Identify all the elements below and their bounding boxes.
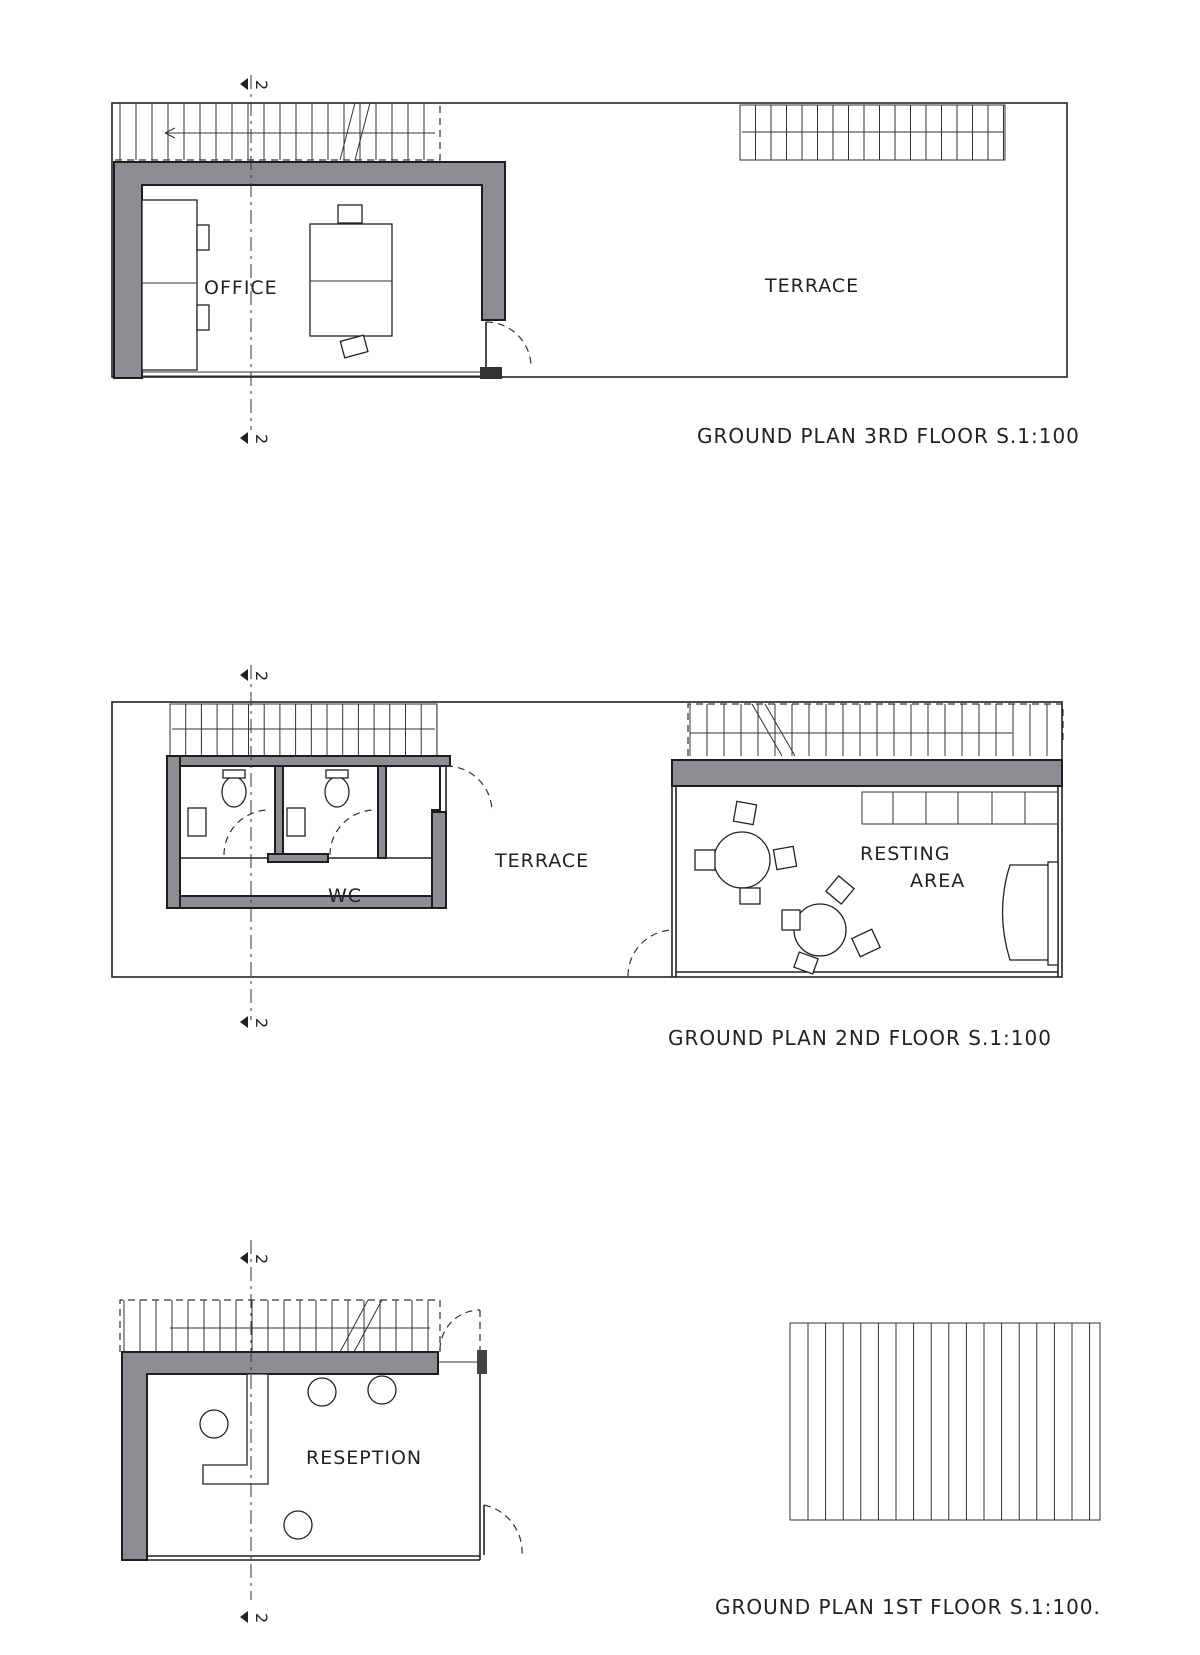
stair-dashed-outline	[687, 703, 1064, 756]
chair	[196, 304, 210, 331]
plan-title-3rd-floor: GROUND PLAN 3RD FLOOR S.1:100	[697, 424, 1080, 448]
chair	[781, 909, 801, 931]
room-label-resting: RESTING	[860, 843, 950, 865]
chair	[732, 800, 758, 826]
chair	[850, 928, 882, 958]
plan-1st-floor: RESEPTION 2 2 GROUND PLAN 1ST FLOOR S.1:…	[119, 1240, 1101, 1623]
chair	[793, 951, 819, 975]
room-label-terrace: TERRACE	[494, 850, 589, 872]
reception-wall	[121, 1351, 439, 1561]
sink	[286, 807, 306, 837]
room-label-area: AREA	[910, 870, 965, 892]
door-swing	[445, 765, 493, 813]
plan-2nd-floor: WC TERRACE RESTING AREA 2 2 GROUND PLAN …	[111, 665, 1064, 1050]
resting-area-wall	[671, 759, 1063, 787]
sink	[187, 807, 207, 837]
round-table	[713, 831, 771, 889]
chair	[337, 204, 363, 224]
reception-counter	[202, 1373, 269, 1485]
door-swing	[485, 321, 532, 368]
chair	[307, 1377, 337, 1407]
wc-wall	[431, 811, 447, 909]
office-wall	[113, 161, 506, 379]
door-swing	[439, 1309, 481, 1351]
wc-partition	[267, 853, 329, 863]
wc-wall	[179, 895, 441, 909]
wall-stub	[480, 367, 502, 379]
chair	[339, 334, 369, 359]
wall-stub	[477, 1350, 487, 1374]
striped-block	[789, 1322, 1101, 1521]
wc-wall	[166, 755, 181, 909]
door-swing	[223, 809, 270, 856]
chair	[694, 849, 716, 871]
wc-partition	[377, 765, 387, 859]
door-swing	[483, 1504, 523, 1556]
wc-partition	[274, 765, 284, 859]
room-label-terrace: TERRACE	[764, 275, 859, 297]
terrace-outline	[111, 701, 1063, 978]
toilet	[324, 776, 350, 808]
room-label-wc: WC	[328, 885, 362, 907]
room-label-reception: RESEPTION	[306, 1447, 422, 1469]
desk-center	[309, 223, 393, 337]
plan-title-2nd-floor: GROUND PLAN 2ND FLOOR S.1:100	[668, 1026, 1052, 1050]
section-mark: 2	[252, 1018, 271, 1028]
wc-wall	[166, 755, 451, 909]
section-mark: 2	[252, 1254, 271, 1264]
bench	[861, 791, 1059, 825]
section-mark: 2	[252, 434, 271, 444]
toilet	[221, 776, 247, 808]
plan-title-1st-floor: GROUND PLAN 1ST FLOOR S.1:100.	[715, 1595, 1101, 1619]
stair-left	[169, 703, 438, 757]
chair	[739, 887, 761, 905]
chair	[283, 1510, 313, 1540]
section-mark: 2	[252, 80, 271, 90]
room-label-office: OFFICE	[204, 277, 278, 299]
door-swing	[627, 929, 673, 977]
chair	[772, 845, 798, 871]
desk-left	[141, 199, 198, 371]
door-swing	[329, 809, 376, 856]
chair	[196, 224, 210, 251]
plan-3rd-floor: OFFICE TERRACE 2 2 GROUND PLAN 3RD FLOOR…	[111, 75, 1080, 448]
stair-dashed-outline	[111, 103, 441, 161]
chair	[824, 874, 856, 906]
chair	[199, 1409, 229, 1439]
section-mark: 2	[252, 671, 271, 681]
stair-left	[164, 102, 435, 161]
sofa	[1001, 864, 1051, 961]
round-table	[793, 903, 847, 957]
terrace-outline	[111, 102, 1068, 378]
stair-dashed-outline	[119, 1299, 441, 1352]
section-mark: 2	[252, 1613, 271, 1623]
chair	[367, 1375, 397, 1405]
